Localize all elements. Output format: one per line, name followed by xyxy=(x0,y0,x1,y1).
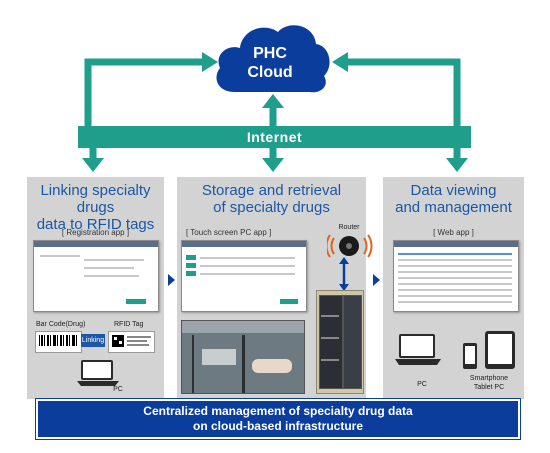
smartphone-label: Smartphone xyxy=(469,375,509,382)
pc-label-left: PC xyxy=(113,386,123,393)
cabinet-photo xyxy=(181,320,305,394)
down-arrow-center xyxy=(262,158,284,172)
rfid-tag-image xyxy=(108,331,155,353)
panel-title-storage: Storage and retrieval of specialty drugs xyxy=(201,182,342,216)
cloud-shape xyxy=(216,25,330,93)
panel-title-linking: Linking specialty drugs data to RFID tag… xyxy=(36,182,155,233)
chevron-right-icon xyxy=(373,274,380,286)
router-icon xyxy=(327,234,373,258)
footer-banner: Centralized management of specialty drug… xyxy=(35,398,521,440)
pc-label-right: PC xyxy=(417,381,427,388)
cloud-label-line1: PHC xyxy=(253,45,287,62)
down-arrow-right xyxy=(446,158,468,172)
touchscreen-app-screen xyxy=(181,240,307,312)
chevron-right-icon xyxy=(168,274,175,286)
app-tag-web: [ Web app ] xyxy=(433,228,474,237)
internet-bar: Internet xyxy=(78,126,471,148)
left-loop-arrowhead xyxy=(202,52,218,72)
cloud-label: PHC Cloud xyxy=(220,44,320,82)
internet-label: Internet xyxy=(246,129,303,145)
router-label: Router xyxy=(338,224,360,231)
laptop-icon xyxy=(77,360,119,386)
tablet-icon xyxy=(485,331,515,369)
linking-badge: Linking xyxy=(81,334,105,347)
drug-cabinet xyxy=(316,290,364,394)
laptop-icon xyxy=(395,334,441,365)
barcode-image xyxy=(35,331,82,353)
cloud-label-line2: Cloud xyxy=(247,64,293,81)
web-app-screen xyxy=(393,240,519,312)
left-loop-arrow xyxy=(84,58,204,126)
rfid-label: RFID Tag xyxy=(114,321,144,328)
router-link-arrow xyxy=(339,257,349,291)
registration-app-screen xyxy=(33,240,159,312)
footer-text: Centralized management of specialty drug… xyxy=(38,401,518,434)
footer-line2: on cloud-based infrastructure xyxy=(192,419,364,433)
app-tag-touchscreen: [ Touch screen PC app ] xyxy=(186,228,272,237)
right-loop-arrow xyxy=(346,58,461,126)
app-tag-registration: [ Registration app ] xyxy=(61,228,130,237)
footer-line1: Centralized management of specialty drug… xyxy=(143,404,413,418)
center-up-arrowhead xyxy=(262,94,284,108)
right-loop-arrowhead xyxy=(332,52,348,72)
smartphone-icon xyxy=(463,343,477,369)
panel-title-viewing: Data viewing and management xyxy=(395,182,512,216)
tablet-label: Tablet PC xyxy=(473,384,505,391)
barcode-label: Bar Code(Drug) xyxy=(36,321,86,328)
down-arrow-left xyxy=(82,158,104,172)
